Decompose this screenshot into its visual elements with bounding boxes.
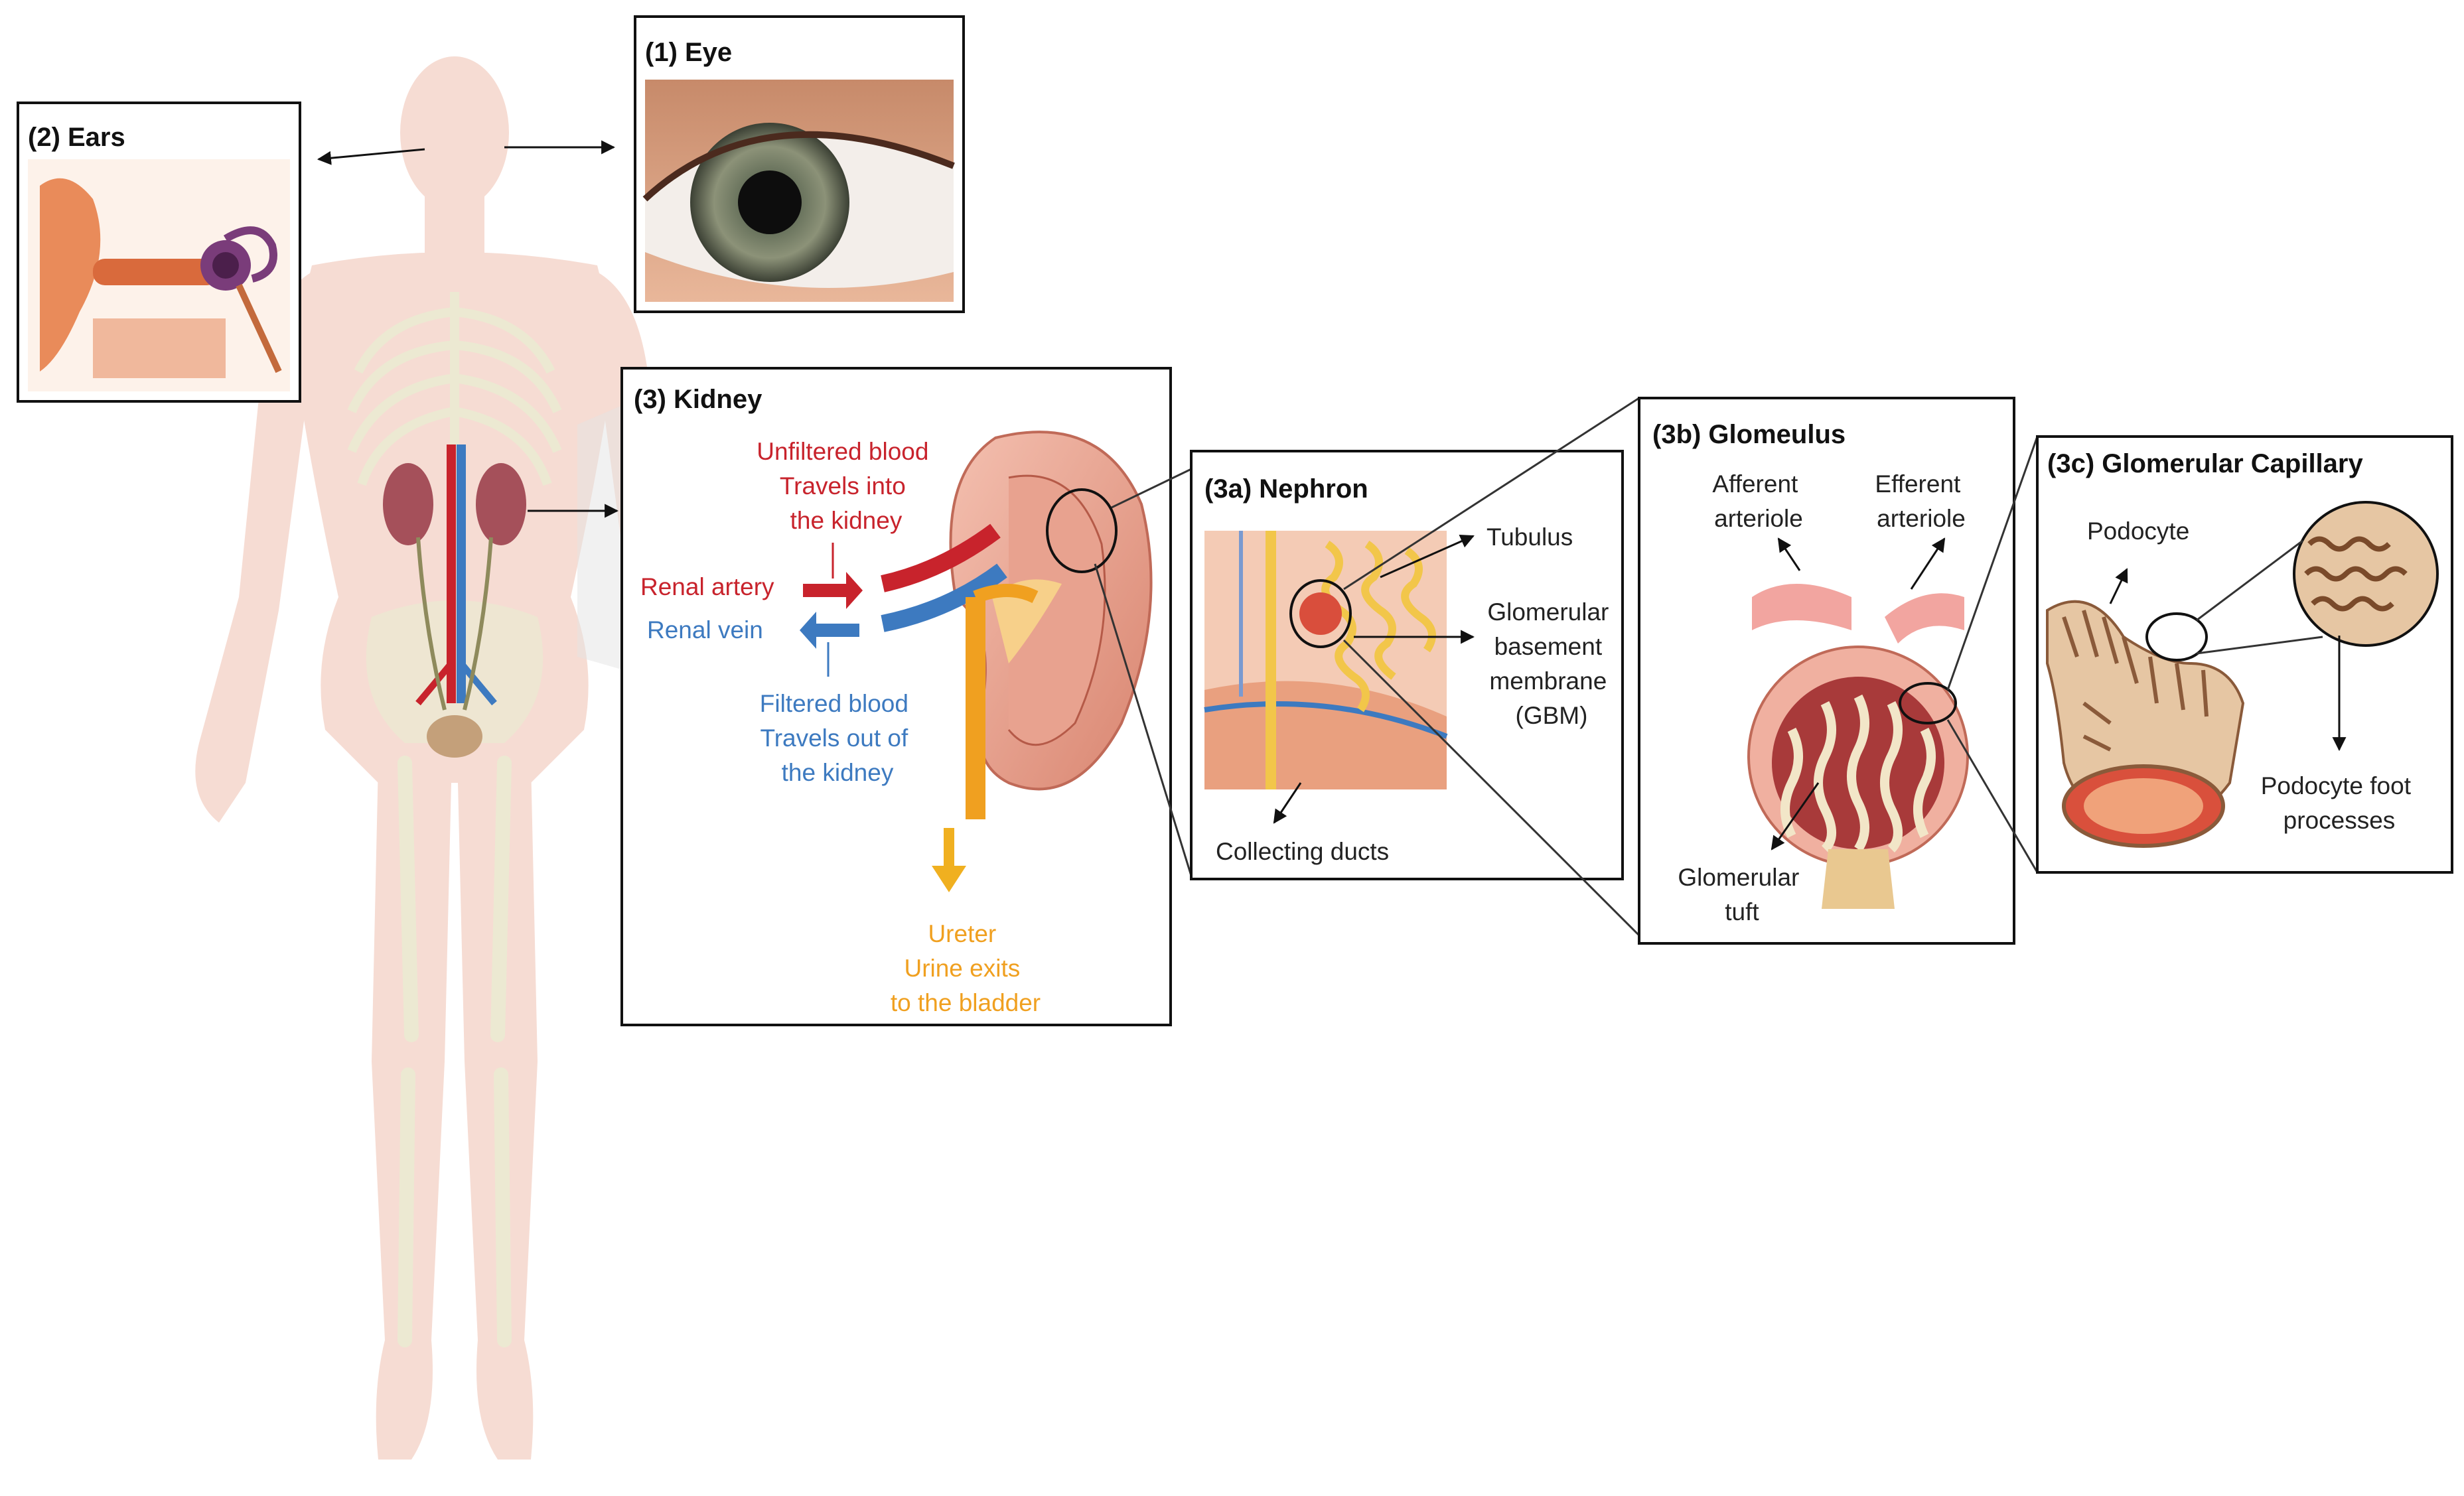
- ear-illustration: [28, 159, 290, 391]
- afferent-arteriole-label: Afferent arteriole: [1712, 470, 1804, 532]
- glomerular-tuft-label: Glomerular tuft: [1678, 864, 1806, 925]
- eye-title: (1) Eye: [645, 38, 732, 67]
- podocyte-label: Podocyte: [2087, 517, 2189, 545]
- glomerulus-title: (3b) Glomeulus: [1652, 420, 1846, 449]
- ureter-arrow: [932, 828, 966, 892]
- collecting-ducts-label: Collecting ducts: [1216, 838, 1389, 865]
- efferent-arteriole-label: Efferent arteriole: [1875, 470, 1967, 532]
- capillary-panel: (3c) Glomerular Capillary: [2036, 435, 2453, 874]
- renal-vein-label: Renal vein: [647, 616, 763, 644]
- glomerulus-highlight-circle: [1289, 579, 1352, 648]
- gbm-label: Glomerular basement membrane (GBM): [1487, 598, 1615, 729]
- capillary-highlight-circle: [1899, 682, 1957, 724]
- nephron-panel: (3a) Nephron Tubulus Glomerular basement…: [1190, 450, 1624, 880]
- tubulus-label: Tubulus: [1486, 523, 1573, 551]
- kidney-panel: (3) Kidney Unfiltered blood Travels into…: [620, 367, 1172, 1026]
- bladder: [427, 715, 482, 758]
- right-kidney: [476, 463, 526, 545]
- glomerulus-panel: (3b) Glomeulus Afferent arteriole Effere…: [1638, 397, 2015, 945]
- ureter-label: Ureter Urine exits to the bladder: [891, 920, 1041, 1016]
- filtered-blood-label: Filtered blood Travels out of the kidney: [760, 690, 915, 786]
- kidney-title: (3) Kidney: [634, 385, 762, 414]
- nephron-illustration: [1204, 531, 1448, 789]
- renal-artery-arrow: [803, 572, 863, 609]
- eye-panel: (1) Eye: [634, 15, 965, 313]
- unfiltered-blood-label: Unfiltered blood Travels into the kidney: [757, 438, 935, 534]
- nephron-title: (3a) Nephron: [1204, 474, 1368, 504]
- human-body-figure: [195, 56, 714, 1460]
- renal-vein-arrow: [800, 612, 859, 649]
- eye-photo: [642, 80, 955, 302]
- ears-title: (2) Ears: [28, 123, 125, 152]
- nephron-highlight-circle: [1046, 488, 1118, 573]
- foot-processes-label: Podocyte foot processes: [2261, 772, 2418, 834]
- leg-bones: [398, 756, 512, 1347]
- kidney-illustration: [881, 431, 1153, 819]
- capillary-illustration: [2046, 501, 2439, 848]
- left-kidney: [383, 463, 433, 545]
- podocyte-highlight-circle: [2145, 612, 2208, 661]
- ears-panel: (2) Ears: [17, 102, 301, 403]
- glomerulus-illustration: [1747, 584, 1969, 909]
- renal-artery-label: Renal artery: [640, 573, 774, 600]
- capillary-title: (3c) Glomerular Capillary: [2047, 449, 2363, 478]
